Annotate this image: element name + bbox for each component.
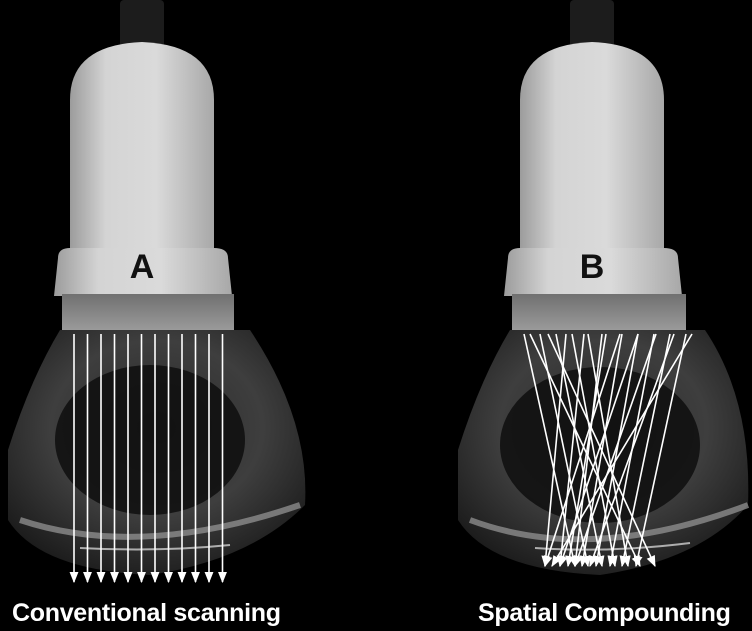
probe-letter-b: B [580, 248, 605, 286]
probe-face-b [512, 294, 686, 330]
lesion-a [55, 365, 245, 515]
panel-a: A [8, 0, 305, 582]
panel-b: B [458, 0, 748, 575]
probe-cable-a [120, 0, 164, 48]
probe-face-a [62, 294, 234, 330]
caption-spatial-compounding: Spatial Compounding [478, 596, 731, 630]
probe-cable-b [570, 0, 614, 48]
caption-conventional-scanning: Conventional scanning [12, 596, 281, 630]
ultrasound-diagram: A B [0, 0, 752, 596]
probe-letter-a: A [130, 248, 155, 286]
probe-body-a [70, 42, 214, 250]
probe-body-b [520, 42, 664, 250]
